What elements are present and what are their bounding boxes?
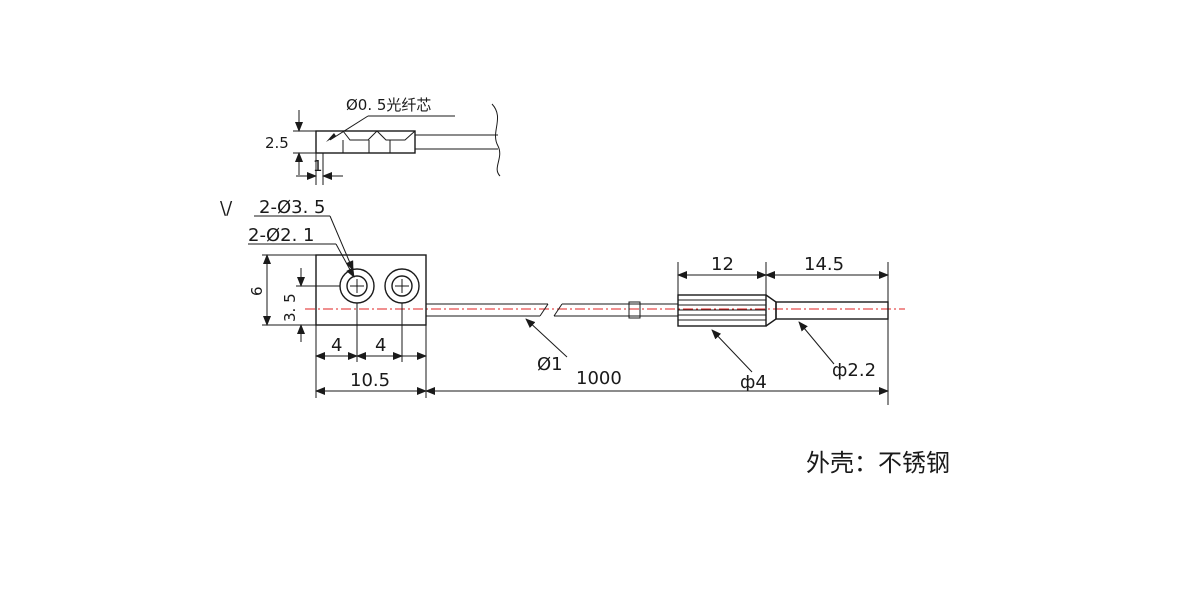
pitch-1-label: 4 <box>331 335 342 356</box>
counterbore-label: 2-Ø3. 5 <box>259 197 325 218</box>
break-mark-top <box>491 103 501 177</box>
fiber-length-label: 1000 <box>576 368 622 389</box>
knurled-sleeve <box>677 294 777 327</box>
core-note: Ø0. 5光纤芯 <box>346 96 431 114</box>
fiber-dia-label: Ø1 <box>537 354 563 375</box>
tube-dia-label: ф2.2 <box>832 360 876 381</box>
core-leader <box>329 115 369 141</box>
sensor-body <box>315 254 427 326</box>
top-detail-view: Ø0. 5光纤芯 2.5 1 <box>265 96 501 185</box>
pitch-2-label: 4 <box>375 335 386 356</box>
sleeve-dia-label: ф4 <box>740 372 767 393</box>
tip-groove-2 <box>376 130 416 141</box>
axis-height-label: 3. 5 <box>281 293 299 322</box>
tip-groove-1 <box>342 130 378 141</box>
fiber-marker <box>628 301 641 319</box>
body-length-label: 10.5 <box>350 370 390 391</box>
tip-body <box>315 130 416 154</box>
mount-hole-1 <box>339 268 375 304</box>
main-view: \/ 2-Ø3. 5 2-Ø2. 1 6 3. 5 4 4 10.5 1000 … <box>220 197 905 405</box>
tip-height-label: 2.5 <box>265 134 289 152</box>
counterbore-mark: \/ <box>220 198 233 219</box>
body-height-label: 6 <box>248 286 266 296</box>
steel-tube <box>775 301 889 320</box>
tip-offset-label: 1 <box>313 157 323 175</box>
material-note: 外壳：不锈钢 <box>806 449 950 477</box>
tube-length-label: 14.5 <box>804 254 844 275</box>
sleeve-length-label: 12 <box>711 254 734 275</box>
through-hole-label: 2-Ø2. 1 <box>248 225 314 246</box>
mount-hole-2 <box>384 268 420 304</box>
